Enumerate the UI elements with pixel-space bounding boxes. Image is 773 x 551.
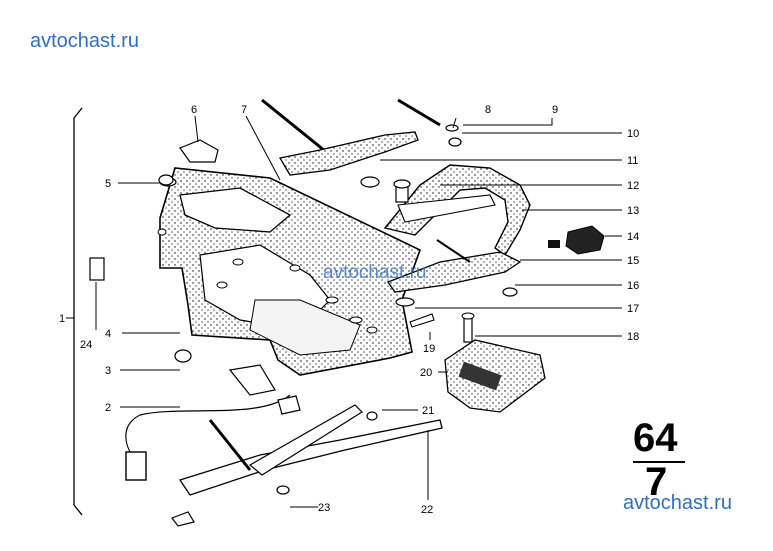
page-number-divider	[633, 461, 685, 463]
connector-plug	[125, 451, 147, 481]
clip-23	[171, 511, 195, 527]
callout-12: 12	[627, 180, 639, 192]
switch-14	[565, 225, 605, 255]
page-number-top: 64	[633, 416, 678, 460]
pin-12-head	[393, 179, 411, 189]
callout-16: 16	[627, 280, 639, 292]
watermark-top: avtochast.ru	[30, 30, 139, 52]
callout-5: 5	[105, 178, 111, 190]
bolt-18-head	[461, 312, 475, 320]
callout-13: 13	[627, 205, 639, 217]
upper-cable-left	[261, 98, 331, 157]
upper-cable-right	[397, 98, 441, 127]
callout-17: 17	[627, 303, 639, 315]
base-plate-slot-panel	[249, 299, 361, 356]
upper-bracket	[179, 187, 292, 233]
leader-lines	[95, 115, 622, 508]
lower-bracket	[386, 251, 522, 293]
callout-14: 14	[627, 231, 639, 243]
segment-arm	[397, 194, 496, 223]
callout-15: 15	[627, 255, 639, 267]
bolt-18	[463, 315, 473, 343]
callout-18: 18	[627, 331, 639, 343]
callout-6: 6	[191, 104, 197, 116]
switch-assembly-3	[228, 364, 276, 396]
callout-1: 1	[59, 313, 65, 325]
callout-21: 21	[422, 405, 434, 417]
callout-9: 9	[552, 104, 558, 116]
lower-cable	[208, 419, 252, 471]
callout-24: 24	[80, 339, 92, 351]
lower-lever-diagonal	[248, 404, 363, 476]
clip-24	[89, 257, 105, 281]
upper-lever	[278, 131, 419, 176]
switch-14-small-part	[548, 240, 560, 248]
callout-3: 3	[105, 365, 111, 377]
upper-lever-bushing	[360, 176, 380, 188]
watermark-bottom: avtochast.ru	[623, 492, 732, 514]
callout-8: 8	[485, 104, 491, 116]
callout-22: 22	[421, 504, 433, 516]
callout-4: 4	[105, 328, 111, 340]
callout-20: 20	[420, 367, 432, 379]
page-number-bottom: 7	[645, 460, 668, 504]
group-bracket-1	[73, 107, 83, 516]
grommet-3	[174, 349, 192, 363]
wire-2	[125, 394, 291, 456]
callout-19: 19	[423, 343, 435, 355]
callout-7: 7	[241, 104, 247, 116]
callout-23: 23	[318, 502, 330, 514]
bracket-cable	[436, 239, 471, 263]
watermark-middle: avtochast.ru	[323, 262, 427, 283]
screw-19	[409, 313, 435, 328]
connector-20-pins	[458, 361, 502, 391]
grommet-5	[158, 174, 174, 186]
clip-on-plate	[277, 395, 301, 415]
callout-10: 10	[627, 128, 639, 140]
callout-11: 11	[627, 155, 638, 167]
bracket-6	[179, 139, 219, 163]
washers	[159, 124, 518, 495]
callout-2: 2	[105, 402, 111, 414]
